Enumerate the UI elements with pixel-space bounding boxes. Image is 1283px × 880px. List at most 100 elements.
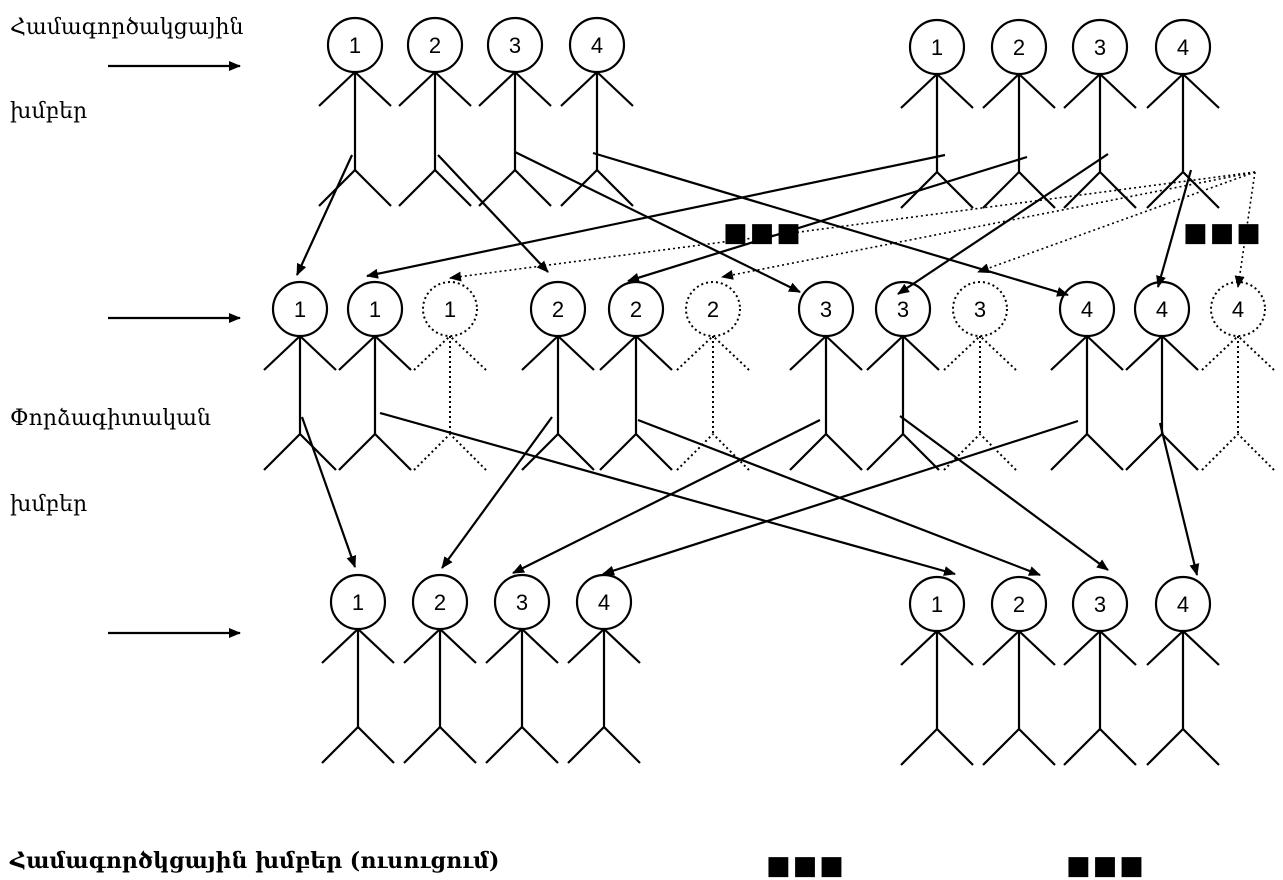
home-a-top-member-1-right-leg bbox=[354, 169, 392, 207]
expert-group-3-member-1 bbox=[789, 280, 863, 471]
expert-group-2-member-1-right-leg bbox=[557, 433, 595, 471]
home-a-top-member-2-number: 2 bbox=[429, 33, 441, 58]
home-a-bottom-member-3-number: 3 bbox=[516, 590, 528, 615]
expert-group-2-member-2-right-leg bbox=[635, 433, 673, 471]
home-b-bottom-member-1-right-arm bbox=[936, 630, 974, 666]
home-a-bottom-member-2-left-arm bbox=[403, 628, 441, 664]
home-b-bottom-member-2-left-leg bbox=[982, 728, 1020, 766]
expert-group-1-member-3-more-left-arm bbox=[413, 335, 451, 371]
home-a-bottom-member-2-right-arm bbox=[439, 628, 477, 664]
home-b-top-member-3 bbox=[1063, 18, 1137, 209]
home-a-top-member-3-left-arm bbox=[478, 71, 516, 107]
home-b-bottom-member-2-left-arm bbox=[982, 630, 1020, 666]
home-a-bottom-member-1-left-arm bbox=[321, 628, 359, 664]
expert-group-4-member-2-right-arm bbox=[1161, 335, 1199, 371]
home-b-bottom-member-3 bbox=[1063, 575, 1137, 766]
ellipsis-bottom-left: ■■■ bbox=[766, 851, 846, 880]
arrow-expert1-to-b1 bbox=[379, 411, 956, 576]
home-a-bottom-member-3-right-arm bbox=[521, 628, 559, 664]
home-a-bottom-member-1-number: 1 bbox=[352, 590, 364, 615]
home-a-top-member-2 bbox=[398, 16, 472, 207]
home-a-top-member-4 bbox=[560, 16, 634, 207]
home-b-top-member-3-left-leg bbox=[1063, 171, 1101, 209]
home-b-top-member-1-right-arm bbox=[936, 73, 974, 109]
home-a-bottom-member-4-left-leg bbox=[567, 726, 605, 764]
expert-group-2-member-2-left-arm bbox=[599, 335, 637, 371]
arrow-expert1-to-a1 bbox=[300, 416, 357, 568]
home-b-top-member-1-right-leg bbox=[936, 171, 974, 209]
home-b-bottom-member-4-left-leg bbox=[1146, 728, 1184, 766]
expert-group-2-member-3-more-right-arm bbox=[712, 335, 750, 371]
home-a-bottom-member-3-left-leg bbox=[485, 726, 523, 764]
home-b-bottom-member-3-right-arm bbox=[1099, 630, 1137, 666]
home-b-top-member-2-left-leg bbox=[982, 171, 1020, 209]
home-b-bottom-member-2-right-leg bbox=[1018, 728, 1056, 766]
home-b-top-member-1-left-arm bbox=[900, 73, 938, 109]
expert-group-2-member-3-more-left-arm bbox=[676, 335, 714, 371]
home-b-bottom-member-4 bbox=[1146, 575, 1220, 766]
home-b-bottom-member-4-right-leg bbox=[1182, 728, 1220, 766]
home-a-top-member-2-left-arm bbox=[398, 71, 436, 107]
expert-group-1-member-1 bbox=[263, 280, 337, 471]
arrow-b2-to-expert2 bbox=[627, 155, 1028, 283]
home-a-bottom-member-3 bbox=[485, 573, 559, 764]
expert-group-2-member-1-number: 2 bbox=[552, 297, 564, 322]
expert-group-2-member-2-right-arm bbox=[635, 335, 673, 371]
expert-group-1-member-3-more-head bbox=[422, 281, 478, 337]
expert-group-3-member-2 bbox=[866, 280, 940, 471]
arrow-expert3-to-b3 bbox=[899, 415, 1109, 571]
expert-group-3-member-1-right-arm bbox=[825, 335, 863, 371]
arrow-expert4-to-a4 bbox=[602, 419, 1079, 576]
arrow-a4-to-expert4 bbox=[592, 151, 1069, 297]
expert-group-3-member-3-more bbox=[943, 281, 1017, 471]
expert-group-3-member-1-left-leg bbox=[789, 433, 827, 471]
expert-group-3-member-3-more-left-arm bbox=[943, 335, 981, 371]
home-b-bottom-member-1-number: 1 bbox=[931, 592, 943, 617]
home-a-top-member-3-right-arm bbox=[514, 71, 552, 107]
home-a-bottom-member-1-right-arm bbox=[357, 628, 395, 664]
expert-group-2-member-3-more-number: 2 bbox=[707, 297, 719, 322]
arrow-a3-to-expert3 bbox=[514, 151, 801, 293]
arrow-expert2-to-a2 bbox=[441, 416, 553, 569]
expert-group-4-member-1-right-leg bbox=[1086, 433, 1124, 471]
expert-group-3-member-2-right-leg bbox=[902, 433, 940, 471]
expert-group-1-member-2-left-leg bbox=[338, 433, 376, 471]
ellipsis-middle-right: ■■■ bbox=[1183, 218, 1263, 248]
expert-group-4-member-3-more-right-leg bbox=[1237, 433, 1275, 471]
expert-group-2-member-3-more bbox=[676, 281, 750, 471]
arrow-b3-to-expert3 bbox=[897, 153, 1109, 295]
home-b-top-member-4-left-arm bbox=[1146, 73, 1184, 109]
home-groups-learning-caption: Համագործկցային խմբեր (ուսուցում) bbox=[10, 848, 500, 874]
home-a-bottom-member-2 bbox=[403, 573, 477, 764]
expert-group-3-member-2-left-leg bbox=[866, 433, 904, 471]
home-a-bottom-member-4-left-arm bbox=[567, 628, 605, 664]
expert-group-4-member-3-more-left-arm bbox=[1201, 335, 1239, 371]
home-a-bottom-member-4-right-arm bbox=[603, 628, 641, 664]
expert-group-2-member-2-number: 2 bbox=[630, 297, 642, 322]
expert-group-1-member-2-left-arm bbox=[338, 335, 376, 371]
expert-group-2-member-3-more-head bbox=[685, 281, 741, 337]
expert-group-4-member-2-left-leg bbox=[1125, 433, 1163, 471]
home-a-top-member-4-left-arm bbox=[560, 71, 598, 107]
expert-group-3-member-3-more-number: 3 bbox=[974, 297, 986, 322]
expert-group-1-member-1-right-leg bbox=[299, 433, 337, 471]
home-a-top-member-3-number: 3 bbox=[509, 33, 521, 58]
expert-group-4-member-2-left-arm bbox=[1125, 335, 1163, 371]
arrow-expert4-to-b4 bbox=[1158, 422, 1200, 576]
home-b-bottom-member-1-left-leg bbox=[900, 728, 938, 766]
expert-group-2-member-3-more-right-leg bbox=[712, 433, 750, 471]
home-b-top-member-2-right-leg bbox=[1018, 171, 1056, 209]
home-a-bottom-member-2-left-leg bbox=[403, 726, 441, 764]
expert-group-1-member-1-left-arm bbox=[263, 335, 301, 371]
expert-group-2-member-1 bbox=[521, 280, 595, 471]
home-b-bottom-member-2-number: 2 bbox=[1013, 592, 1025, 617]
home-a-bottom-member-4-right-leg bbox=[603, 726, 641, 764]
expert-group-4-member-1-left-leg bbox=[1050, 433, 1088, 471]
home-b-bottom-member-4-right-arm bbox=[1182, 630, 1220, 666]
expert-group-2-member-1-right-arm bbox=[557, 335, 595, 371]
expert-group-1-member-3-more-right-leg bbox=[449, 433, 487, 471]
expert-group-3-member-3-more-right-leg bbox=[979, 433, 1017, 471]
home-b-top-member-2 bbox=[982, 18, 1056, 209]
expert-group-1-member-3-more-right-arm bbox=[449, 335, 487, 371]
